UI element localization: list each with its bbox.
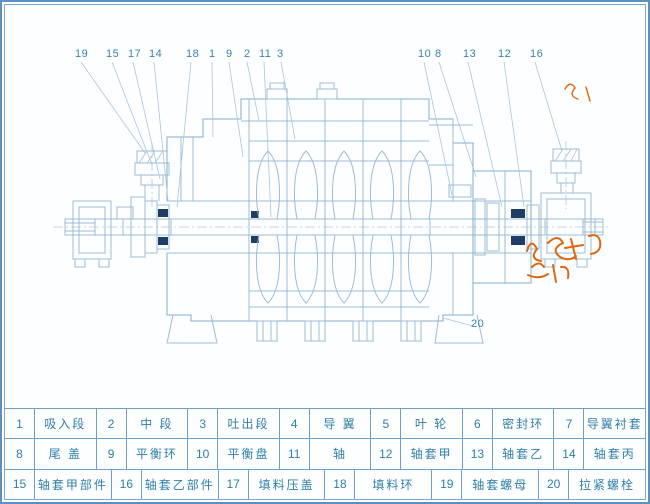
part-number: 20 [539,469,570,499]
part-name: 轴套甲部件 [35,469,112,499]
part-name: 吸入段 [35,409,97,439]
part-number: 3 [188,409,219,439]
drawing-frame: 19 15 17 14 18 1 9 2 11 3 10 8 13 12 16 … [4,4,646,500]
callout-label: 19 [75,48,89,60]
part-name: 填料压盖 [249,469,326,499]
part-number: 14 [554,439,585,469]
table-row: 8 尾 盖 9 平衡环 10 平衡盘 11 轴 12 轴套甲 13 轴套乙 14… [5,438,645,469]
callout-label: 8 [435,48,442,60]
part-name: 填料环 [355,469,433,499]
callout-label: 12 [498,48,512,60]
part-name: 中 段 [127,409,189,439]
callout-label: 1 [209,48,216,60]
part-name: 平衡盘 [218,439,280,469]
part-name: 密封环 [493,409,555,439]
casing-feet [166,314,484,344]
part-number: 16 [112,469,142,499]
callout-label: 9 [226,48,233,60]
watermark-stamp [526,83,602,283]
part-number: 8 [5,439,35,469]
leader-lines [80,61,563,327]
part-number: 19 [432,469,463,499]
callout-label: 20 [471,318,485,330]
part-number: 7 [554,409,585,439]
drawing-area: 19 15 17 14 18 1 9 2 11 3 10 8 13 12 16 … [5,5,645,408]
callout-label: 15 [106,48,120,60]
balance-device [448,184,500,256]
part-number: 11 [280,439,310,469]
callout-label: 3 [277,48,284,60]
part-number: 9 [97,439,127,469]
pump-casing [166,82,474,322]
part-name: 轴套丙 [593,447,636,462]
callout-label: 13 [463,48,477,60]
part-number: 1 [5,409,35,439]
part-number: 2 [97,409,127,439]
part-number: 10 [188,439,219,469]
right-cover [472,170,540,284]
part-name: 轴套甲 [401,439,463,469]
callout-label: 10 [418,48,432,60]
part-name: 轴套螺母 [462,469,540,499]
table-row: 1 吸入段 2 中 段 3 吐出段 4 导 翼 5 叶 轮 6 密封环 7 导翼… [5,408,645,439]
pump-cross-section [53,61,609,344]
part-name: 导 翼 [310,409,372,439]
impellers [255,150,433,304]
part-name: 轴套乙部件 [142,469,219,499]
part-name: 吐出段 [218,409,280,439]
callout-label: 2 [244,48,251,60]
part-name: 尾 盖 [35,439,97,469]
callout-label: 16 [530,48,544,60]
part-name: 轴套乙 [493,439,555,469]
part-number: 12 [371,439,402,469]
part-number: 5 [371,409,402,439]
left-bearing-bracket [72,200,134,268]
part-number: 4 [280,409,310,439]
part-name: 叶 轮 [401,409,463,439]
part-number: 6 [463,409,493,439]
left-stuffing-box [130,196,170,258]
callout-label: 17 [128,48,142,60]
left-sleeve-nut [134,143,170,209]
part-name: 轴 [310,439,372,469]
part-number: 15 [5,469,35,499]
part-name: 平衡环 [127,439,189,469]
part-number: 17 [219,469,249,499]
callout-label: 14 [149,48,163,60]
part-name: 导翼衬套 [586,417,643,432]
callout-label: 18 [186,48,200,60]
callout-label: 11 [259,48,272,60]
right-sleeve-nut [550,141,582,209]
part-name: 拉紧螺栓 [579,477,636,492]
parts-table: 1 吸入段 2 中 段 3 吐出段 4 导 翼 5 叶 轮 6 密封环 7 导翼… [5,408,645,499]
part-number: 13 [463,439,493,469]
part-number: 18 [325,469,356,499]
table-row: 15 轴套甲部件 16 轴套乙部件 17 填料压盖 18 填料环 19 轴套螺母… [5,468,645,499]
